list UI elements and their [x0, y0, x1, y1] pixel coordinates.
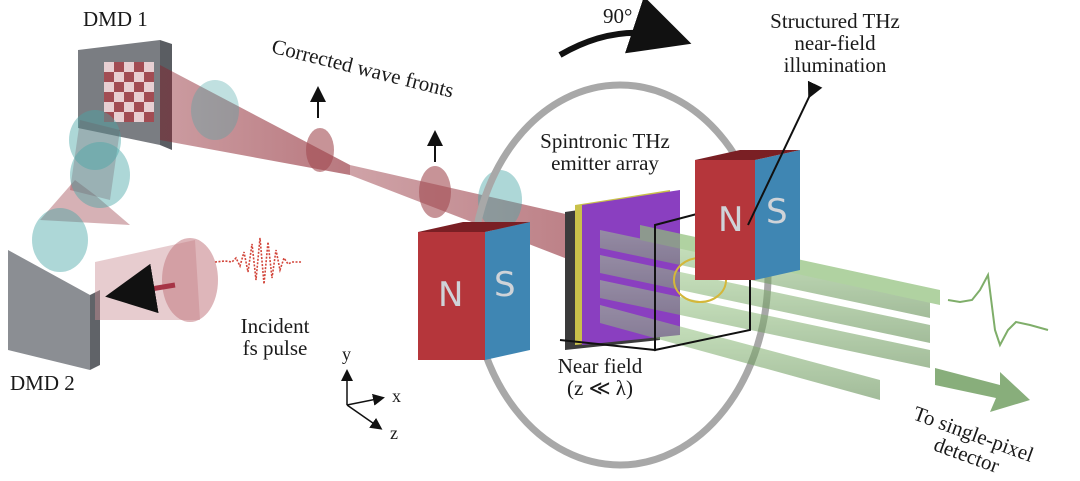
- label-incident-pulse: Incident fs pulse: [225, 315, 325, 359]
- axis-label-y: y: [342, 344, 351, 364]
- near-field-bracket: [559, 225, 656, 352]
- label-emitter-line2: emitter array: [551, 151, 659, 175]
- lens-lower-left: [32, 208, 88, 272]
- label-incident-line2: fs pulse: [242, 336, 308, 360]
- lens-middle-left: [70, 142, 130, 208]
- structured-pointer: [747, 80, 823, 226]
- coordinate-axes: [341, 369, 385, 430]
- detected-waveform: [947, 271, 1049, 348]
- label-dmd2: DMD 2: [10, 371, 75, 395]
- incident-pulse-waveform: [214, 237, 302, 285]
- label-rotation: 90°: [603, 4, 633, 28]
- magnet-right: [695, 150, 800, 280]
- label-emitter-array: Spintronic THz emitter array: [530, 130, 680, 174]
- magnet-right-north-label: N: [718, 200, 744, 240]
- label-emitter-line1: Spintronic THz: [540, 129, 670, 153]
- label-structured-line2: near-field: [794, 31, 876, 55]
- incident-beam: [95, 238, 218, 322]
- label-nearfield-line2: (z ≪ λ): [567, 376, 633, 400]
- lens-dmd1-out: [191, 80, 239, 140]
- dmd1-checkerboard: [104, 62, 154, 122]
- output-arrow: [935, 368, 1030, 412]
- label-structured-thz: Structured THz near-field illumination: [760, 10, 910, 76]
- lens-upper-left: [69, 110, 121, 170]
- rotation-arrow: [558, 0, 692, 58]
- label-dmd1: DMD 1: [83, 7, 148, 31]
- incident-lens: [162, 238, 218, 322]
- label-nearfield-line1: Near field: [557, 354, 643, 378]
- dmd2-mirror: [8, 250, 100, 370]
- magnet-left: [418, 222, 530, 360]
- magnet-left-north-label: N: [438, 275, 464, 315]
- label-structured-line3: illumination: [783, 53, 887, 77]
- incident-arrow: [105, 263, 176, 314]
- folded-beam: [32, 110, 130, 272]
- label-incident-line1: Incident: [240, 314, 310, 338]
- magnet-right-south-label: S: [766, 192, 788, 232]
- label-near-field: Near field (z ≪ λ): [545, 355, 655, 399]
- axis-label-z: z: [390, 423, 398, 443]
- lens-focus-2: [419, 166, 451, 218]
- label-structured-line1: Structured THz: [770, 9, 900, 33]
- magnet-left-south-label: S: [494, 265, 516, 305]
- lens-focus-1: [306, 128, 334, 172]
- axis-label-x: x: [392, 386, 401, 406]
